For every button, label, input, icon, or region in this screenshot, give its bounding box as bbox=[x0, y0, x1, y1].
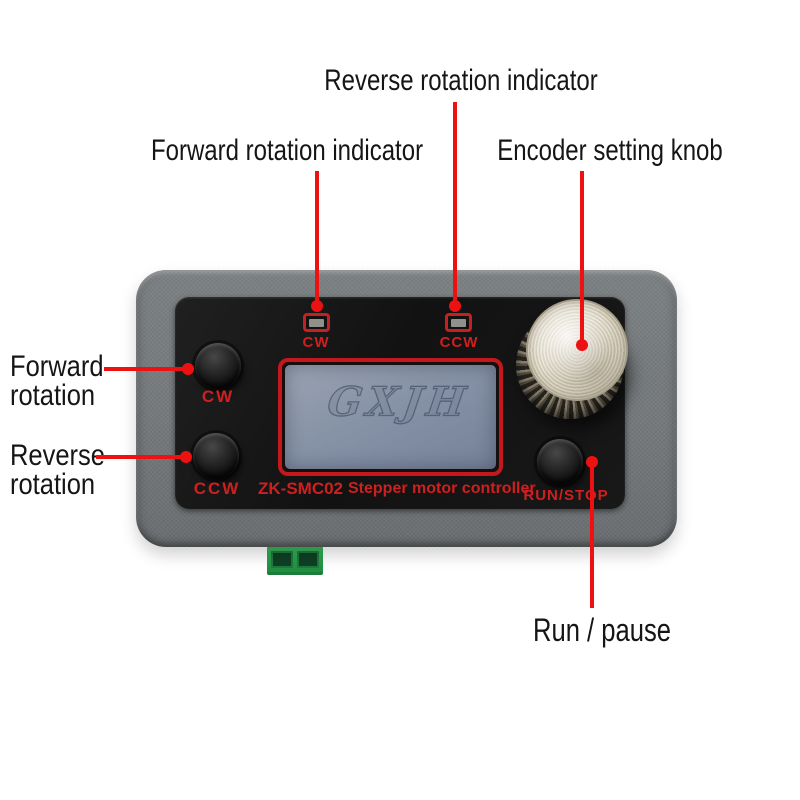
callout-line-run-pause bbox=[590, 462, 594, 608]
callout-line-forward-rotation bbox=[104, 367, 192, 371]
ccw-led-indicator bbox=[445, 313, 472, 332]
label-encoder-setting-knob: Encoder setting knob bbox=[497, 134, 723, 167]
callout-dot-ccw-button bbox=[180, 451, 192, 463]
terminal-connector bbox=[267, 546, 323, 575]
callout-dot-cw-button bbox=[182, 363, 194, 375]
device-title: Stepper motor controller bbox=[348, 480, 536, 497]
terminal-hole-1 bbox=[271, 550, 293, 568]
ccw-button bbox=[193, 433, 239, 479]
callout-line-encoder-knob bbox=[580, 171, 584, 347]
lcd-screen: GXJH bbox=[285, 365, 496, 469]
ccw-button-label: CCW bbox=[193, 479, 241, 498]
label-reverse-rotation-indicator: Reverse rotation indicator bbox=[324, 64, 598, 97]
model-label: ZK-SMC02 bbox=[258, 479, 344, 498]
callout-line-reverse-indicator bbox=[453, 102, 457, 308]
ccw-led-label: CCW bbox=[439, 334, 479, 351]
label-reverse-rotation: Reverse rotation bbox=[10, 439, 105, 501]
callout-dot-knob bbox=[576, 339, 588, 351]
label-forward-rotation-indicator: Forward rotation indicator bbox=[150, 134, 424, 167]
ccw-led-lens bbox=[451, 318, 466, 327]
cw-led-lens bbox=[309, 318, 324, 327]
callout-line-forward-indicator bbox=[315, 171, 319, 308]
run-stop-button-label: RUN/STOP bbox=[523, 487, 609, 504]
callout-dot-run-stop bbox=[586, 456, 598, 468]
cw-button-label: CW bbox=[201, 387, 235, 406]
terminal-hole-2 bbox=[297, 550, 319, 568]
callout-dot-cw-led bbox=[311, 300, 323, 312]
encoder-knob bbox=[526, 299, 628, 401]
run-stop-button bbox=[537, 439, 583, 485]
label-run-pause: Run / pause bbox=[532, 612, 672, 648]
label-forward-rotation: Forward rotation bbox=[10, 350, 104, 412]
brand-watermark: GXJH bbox=[324, 378, 474, 426]
cw-button bbox=[195, 343, 241, 389]
cw-led-indicator bbox=[303, 313, 330, 332]
lcd-display: GXJH bbox=[278, 358, 503, 476]
callout-line-reverse-rotation bbox=[96, 455, 190, 459]
callout-dot-ccw-led bbox=[449, 300, 461, 312]
cw-led-label: CW bbox=[302, 334, 330, 351]
